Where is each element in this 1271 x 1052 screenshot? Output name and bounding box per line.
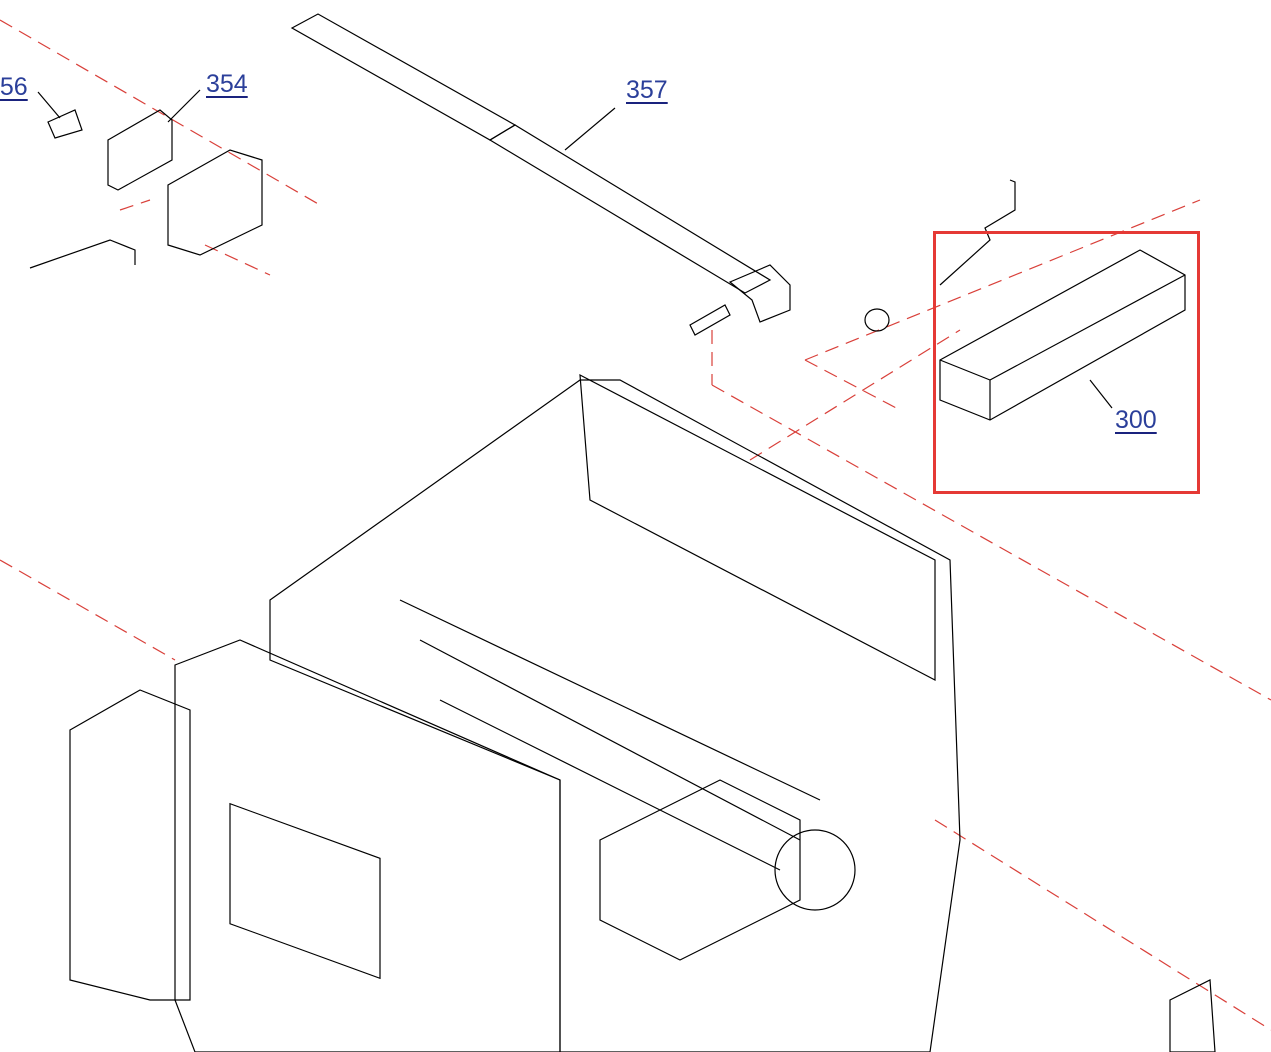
- printer-body: [174, 639, 561, 1052]
- part-354-board: [107, 109, 173, 191]
- callout-357[interactable]: 357: [626, 76, 668, 104]
- printer-mechanism: [269, 379, 961, 1052]
- callout-354[interactable]: 354: [206, 70, 248, 98]
- alignment-lines: [0, 19, 1271, 1031]
- part-357-cable: [290, 13, 517, 141]
- ink-tank-unit: [69, 689, 191, 1001]
- control-panel: [229, 802, 381, 980]
- part-356-bracket: [47, 109, 83, 139]
- part-outlines: [29, 13, 1216, 1052]
- highlight-box-part-300: [933, 231, 1200, 494]
- part-300-unit: [939, 249, 1186, 421]
- callout-300[interactable]: 300: [1115, 406, 1157, 434]
- callout-356[interactable]: 356: [0, 73, 28, 101]
